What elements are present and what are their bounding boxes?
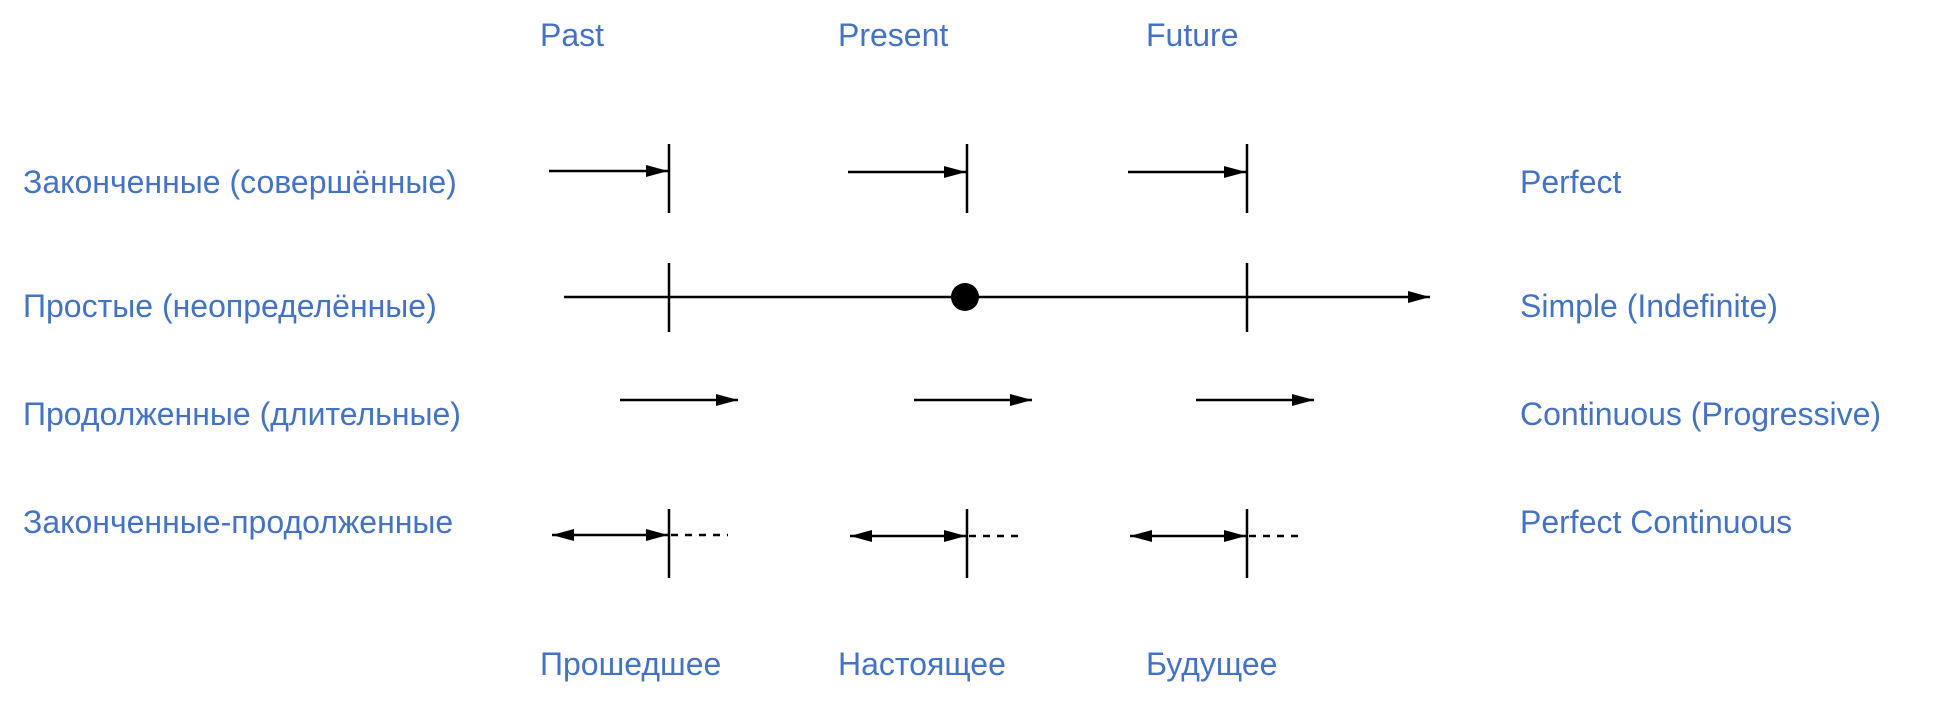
row-label-ru-continuous: Продолженные (длительные) <box>23 396 461 432</box>
present-point <box>951 283 979 311</box>
footer-present: Настоящее <box>838 646 1006 682</box>
row-label-ru-simple: Простые (неопределённые) <box>23 288 437 324</box>
row-label-en-perfect-continuous: Perfect Continuous <box>1520 504 1793 540</box>
header-past: Past <box>540 17 605 53</box>
row-label-ru-perfect-continuous: Законченные-продолженные <box>23 504 454 540</box>
row-label-en-continuous: Continuous (Progressive) <box>1520 396 1882 432</box>
row-label-en-perfect: Perfect <box>1520 164 1622 200</box>
header-present: Present <box>838 17 949 53</box>
footer-future: Будущее <box>1146 646 1278 682</box>
row-label-en-simple: Simple (Indefinite) <box>1520 288 1778 324</box>
footer-past: Прошедшее <box>540 646 722 682</box>
row-label-ru-perfect: Законченные (совершённые) <box>23 164 457 200</box>
header-future: Future <box>1146 17 1239 53</box>
